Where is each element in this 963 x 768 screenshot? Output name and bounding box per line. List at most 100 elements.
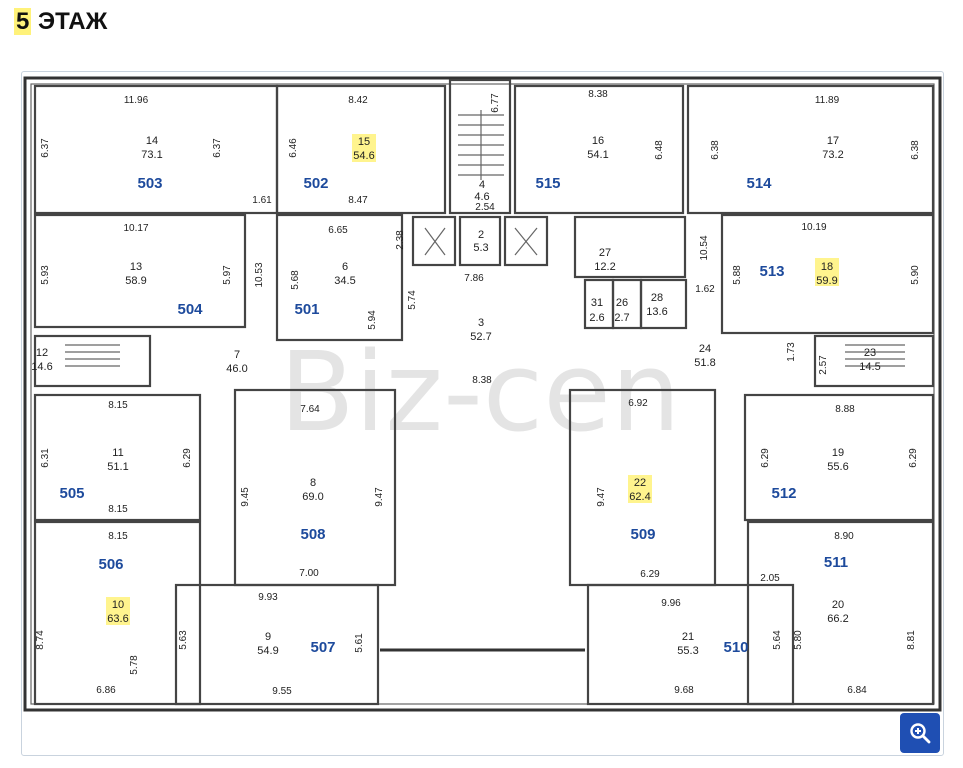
svg-text:8.15: 8.15	[108, 531, 128, 542]
room-number: 20	[832, 599, 844, 611]
svg-text:5.61: 5.61	[354, 633, 365, 653]
svg-text:7.86: 7.86	[464, 273, 484, 284]
room-514[interactable]: 17 73.2 514	[746, 135, 843, 192]
svg-text:5.64: 5.64	[772, 630, 783, 650]
room-501[interactable]: 6 34.5 501	[294, 261, 355, 318]
svg-text:12: 12	[36, 347, 48, 359]
room-number: 8	[310, 477, 316, 489]
floor-number: 5	[14, 8, 32, 35]
office-label: 514	[746, 175, 772, 192]
svg-text:8.15: 8.15	[108, 400, 128, 411]
room-area: 54.9	[257, 645, 278, 657]
room-area: 54.6	[353, 150, 374, 162]
room-513[interactable]: 18 59.9 513	[759, 261, 837, 287]
svg-text:8.38: 8.38	[472, 375, 492, 386]
office-label: 509	[630, 526, 655, 543]
room-510[interactable]: 21 55.3 510	[677, 631, 748, 657]
room-outline	[720, 213, 935, 335]
room-number: 10	[112, 599, 124, 611]
svg-text:8.15: 8.15	[108, 504, 128, 515]
room-area: 54.1	[587, 149, 608, 161]
office-label: 503	[137, 175, 162, 192]
room-outline	[586, 583, 795, 706]
svg-text:5.97: 5.97	[222, 265, 233, 285]
room-505[interactable]: 11 51.1 505	[59, 447, 128, 502]
svg-text:4: 4	[479, 179, 485, 191]
svg-text:6.37: 6.37	[40, 138, 51, 158]
office-label: 504	[177, 301, 203, 318]
stair-steps	[458, 110, 504, 180]
room-503[interactable]: 14 73.1 503	[137, 135, 162, 192]
room-outline	[743, 393, 935, 522]
svg-text:8.81: 8.81	[906, 630, 917, 650]
svg-text:10.53: 10.53	[254, 262, 265, 287]
svg-text:31: 31	[591, 297, 603, 309]
svg-text:9.55: 9.55	[272, 686, 292, 697]
svg-text:5.93: 5.93	[40, 265, 51, 285]
office-label: 513	[759, 263, 784, 280]
room-outline	[275, 84, 447, 215]
floor-plan-frame	[21, 71, 944, 756]
svg-text:23: 23	[864, 347, 876, 359]
svg-text:46.0: 46.0	[226, 363, 247, 375]
room-512[interactable]: 19 55.6 512	[771, 447, 848, 502]
svg-text:4.6: 4.6	[474, 191, 489, 203]
room-number: 11	[112, 447, 123, 459]
svg-text:2.54: 2.54	[475, 202, 495, 213]
svg-text:51.8: 51.8	[694, 357, 715, 369]
room-509[interactable]: 22 62.4 509	[629, 477, 655, 543]
stair-steps	[65, 344, 905, 367]
room-504[interactable]: 13 58.9 504	[125, 261, 203, 318]
room-502[interactable]: 15 54.6 502	[303, 136, 374, 192]
svg-text:14.5: 14.5	[859, 361, 880, 373]
svg-text:7.00: 7.00	[299, 568, 319, 579]
room-507[interactable]: 9 54.9 507	[257, 631, 335, 657]
room-number: 18	[821, 261, 833, 273]
svg-text:27: 27	[599, 247, 611, 259]
svg-text:6.29: 6.29	[182, 448, 193, 468]
room-area: 63.6	[107, 613, 128, 625]
elevator	[503, 215, 549, 267]
highlight	[352, 134, 376, 162]
office-label: 502	[303, 175, 328, 192]
svg-text:5.90: 5.90	[910, 265, 921, 285]
office-label: 512	[771, 485, 796, 502]
svg-text:8.38: 8.38	[588, 89, 608, 100]
svg-text:5.94: 5.94	[367, 310, 378, 330]
highlight	[815, 258, 839, 286]
room-area: 51.1	[107, 461, 128, 473]
room-515[interactable]: 16 54.1 515	[535, 135, 608, 192]
svg-text:9.47: 9.47	[596, 487, 607, 507]
room-number: 9	[265, 631, 271, 643]
highlight	[628, 475, 652, 503]
svg-text:5.68: 5.68	[290, 270, 301, 290]
room-outline	[275, 213, 404, 342]
highlight	[106, 597, 130, 625]
svg-text:6.29: 6.29	[908, 448, 919, 468]
svg-text:14.6: 14.6	[31, 361, 52, 373]
svg-text:24: 24	[699, 343, 711, 355]
room-511[interactable]: 20 66.2 511	[824, 554, 849, 625]
room-508[interactable]: 8 69.0 508	[300, 477, 325, 543]
page-title: 5 ЭТАЖ	[14, 8, 107, 36]
room-area: 73.1	[141, 149, 162, 161]
svg-text:6.84: 6.84	[847, 685, 867, 696]
service-rooms: 4 4.6 2 5.3 27 12.2 31 2.6 26 2.7 28 13.…	[31, 179, 880, 375]
svg-text:5.88: 5.88	[732, 265, 743, 285]
room-number: 6	[342, 261, 348, 273]
room-number: 19	[832, 447, 844, 459]
room-number: 15	[358, 136, 370, 148]
office-label: 510	[723, 639, 748, 656]
svg-text:7.64: 7.64	[300, 404, 320, 415]
room-number: 17	[827, 135, 839, 147]
room-506[interactable]: 10 63.6 506	[98, 556, 128, 625]
shaft	[458, 215, 502, 267]
zoom-in-button[interactable]	[900, 713, 940, 753]
svg-text:8.47: 8.47	[348, 195, 368, 206]
room-outline	[33, 393, 202, 522]
svg-text:2.38: 2.38	[395, 230, 406, 250]
office-label: 506	[98, 556, 123, 573]
svg-text:6.37: 6.37	[212, 138, 223, 158]
room-number: 14	[146, 135, 158, 147]
svg-text:8.88: 8.88	[835, 404, 855, 415]
